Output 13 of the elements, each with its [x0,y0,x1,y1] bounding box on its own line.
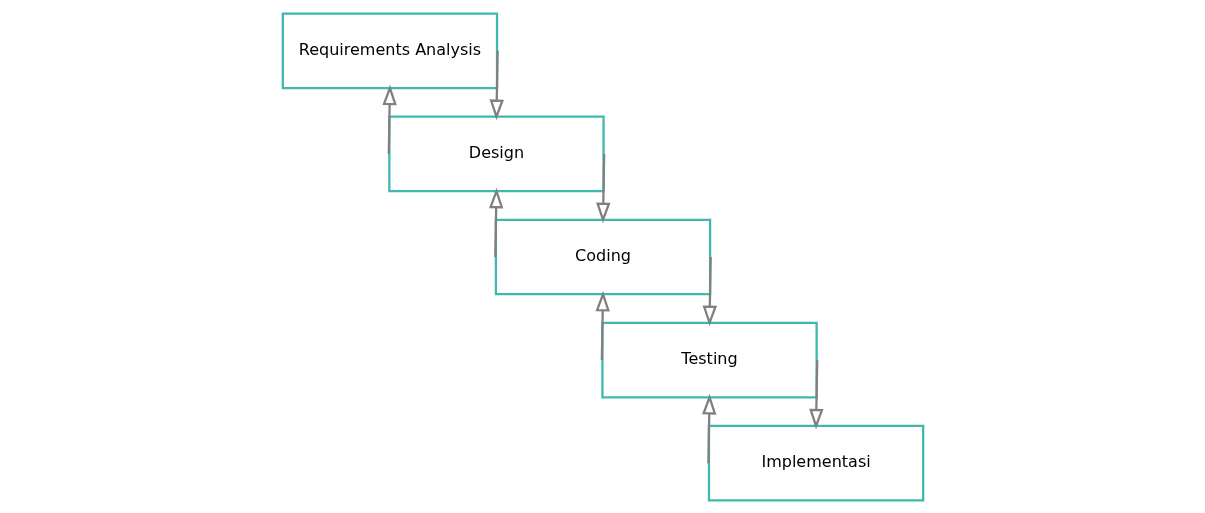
arrow [595,153,611,223]
node-box: Implementasi [707,424,924,502]
arrow [489,50,504,120]
arrow [702,256,717,326]
arrow [808,359,824,429]
arrow [701,393,716,463]
arrow [381,84,397,154]
node-box: Requirements Analysis [281,11,498,89]
arrow [594,290,610,360]
arrow [488,187,503,257]
node-box: Coding [494,218,711,295]
node-box: Testing [600,321,818,398]
node-box: Design [387,115,605,192]
